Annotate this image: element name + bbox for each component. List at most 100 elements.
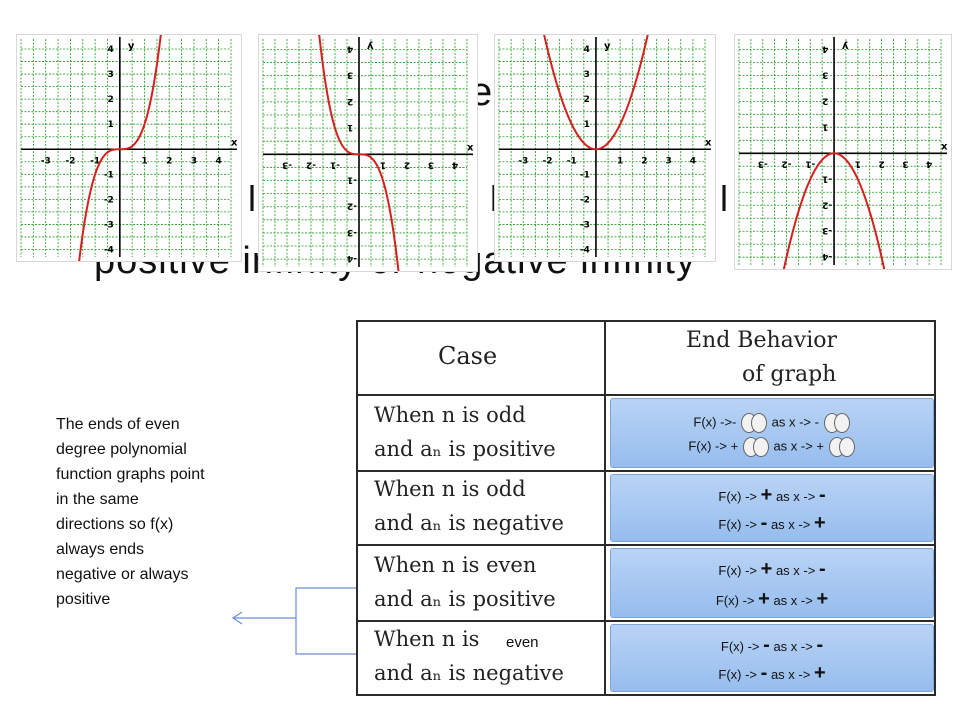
x-tick-label: 2 [878,158,884,168]
y-tick-label: -2 [580,195,590,205]
behavior-3b-right: as x -> [773,593,813,608]
x-tick-label: -2 [542,156,552,166]
y-tick-label: -4 [580,245,590,255]
y-tick-label: 1 [822,121,828,131]
case-cell-1: When n is odd and aₙ is positive [356,394,606,472]
y-tick-label: -2 [822,199,832,209]
y-tick-label: 1 [584,120,590,130]
x-axis-label: x [231,137,238,148]
x-tick-label: 3 [428,159,434,169]
x-tick-label: -1 [805,158,815,168]
y-tick-label: -1 [580,170,590,180]
behavior-3b-left: F(x) -> [715,593,755,608]
behavior-2b-left: F(x) -> [718,517,758,532]
y-axis-label: ʎ [367,41,374,52]
behavior-2b-sign2: + [813,512,826,534]
y-tick-label: 3 [822,69,828,79]
function-curve [78,35,162,261]
case-cell-4: When n is and aₙ is negative [356,620,606,696]
header-behavior-line2: of graph [742,362,837,387]
y-axis-label: y [128,41,135,52]
behavior-box-4: F(x) -> - as x -> - F(x) -> - as x -> + [610,624,934,692]
behavior-1-right: as x -> - [771,414,819,430]
y-tick-label: -3 [347,227,357,237]
x-tick-label: -3 [758,158,768,168]
x-tick-label: 1 [380,159,386,169]
x-tick-label: 1 [617,156,623,166]
y-tick-label: -1 [104,170,114,180]
y-tick-label: -4 [347,253,357,263]
behavior-4b-sign2: + [813,662,826,684]
case-3-line1: When n is even [374,553,537,577]
y-tick-label: 1 [347,122,353,132]
end-behavior-table: Case End Behavior of graph When n is odd… [356,320,936,696]
function-curve [782,152,886,269]
y-tick-label: -3 [104,220,114,230]
x-axis-label: x [941,141,948,152]
x-tick-label: -1 [90,156,100,166]
y-tick-label: 1 [108,120,114,130]
infinity-placeholder-icon [828,437,855,457]
x-tick-label: -2 [782,158,792,168]
behavior-4-right: as x -> [773,639,813,654]
x-tick-label: 2 [166,156,172,166]
x-tick-label: 4 [452,159,458,169]
infinity-placeholder-icon [823,413,850,433]
y-tick-label: -3 [580,220,590,230]
header-case: Case [438,342,498,370]
header-case-cell: Case [356,320,606,396]
case-cell-3: When n is even and aₙ is positive [356,544,606,622]
y-axis-label: ʎ [842,41,849,52]
function-curve [318,35,400,271]
y-tick-label: -4 [822,251,832,261]
x-tick-label: -3 [41,156,51,166]
x-tick-label: 1 [855,158,861,168]
y-tick-label: 2 [822,95,828,105]
behavior-2-sign: + [760,484,773,506]
function-curve [543,35,649,151]
behavior-3-sign2: - [818,558,826,580]
behavior-4-left: F(x) -> [720,639,760,654]
case-3-line2: and aₙ is positive [374,587,556,611]
behavior-1b-left: F(x) -> + [688,438,739,454]
y-tick-label: -1 [822,173,832,183]
side-note: The ends of even degree polynomial funct… [56,416,205,608]
y-tick-label: 2 [584,95,590,105]
title-fragment-3: l [720,178,728,219]
bracket-line [295,587,356,655]
overlay-even-label: even [504,634,541,651]
behavior-2-left: F(x) -> [718,489,758,504]
x-tick-label: 4 [690,156,696,166]
x-tick-label: 2 [404,159,410,169]
behavior-box-3: F(x) -> + as x -> - F(x) -> + as x -> + [610,548,934,618]
x-tick-label: 3 [666,156,672,166]
y-tick-label: -3 [822,225,832,235]
case-1-line1: When n is odd [374,403,526,427]
behavior-2-sign2: - [818,484,826,506]
behavior-1-left: F(x) ->- [693,414,737,430]
y-axis-label: y [604,41,611,52]
behavior-4b-left: F(x) -> [718,667,758,682]
behavior-box-1: F(x) ->- as x -> - F(x) -> + as x -> + [610,398,934,468]
y-tick-label: 4 [347,43,353,53]
behavior-3b-sign: + [758,588,770,610]
x-tick-label: 2 [641,156,647,166]
y-tick-label: 4 [584,45,590,55]
y-tick-label: 3 [584,70,590,80]
behavior-4-sign: - [763,634,770,656]
infinity-placeholder-icon [742,437,769,457]
case-4-line1: When n is [374,627,480,651]
y-tick-label: 4 [822,43,828,53]
case-2-line1: When n is odd [374,477,526,501]
behavior-box-2: F(x) -> + as x -> - F(x) -> - as x -> + [610,474,934,542]
case-cell-2: When n is odd and aₙ is negative [356,470,606,546]
x-tick-label: 3 [191,156,197,166]
y-tick-label: 2 [347,96,353,106]
x-tick-label: -2 [306,159,316,169]
